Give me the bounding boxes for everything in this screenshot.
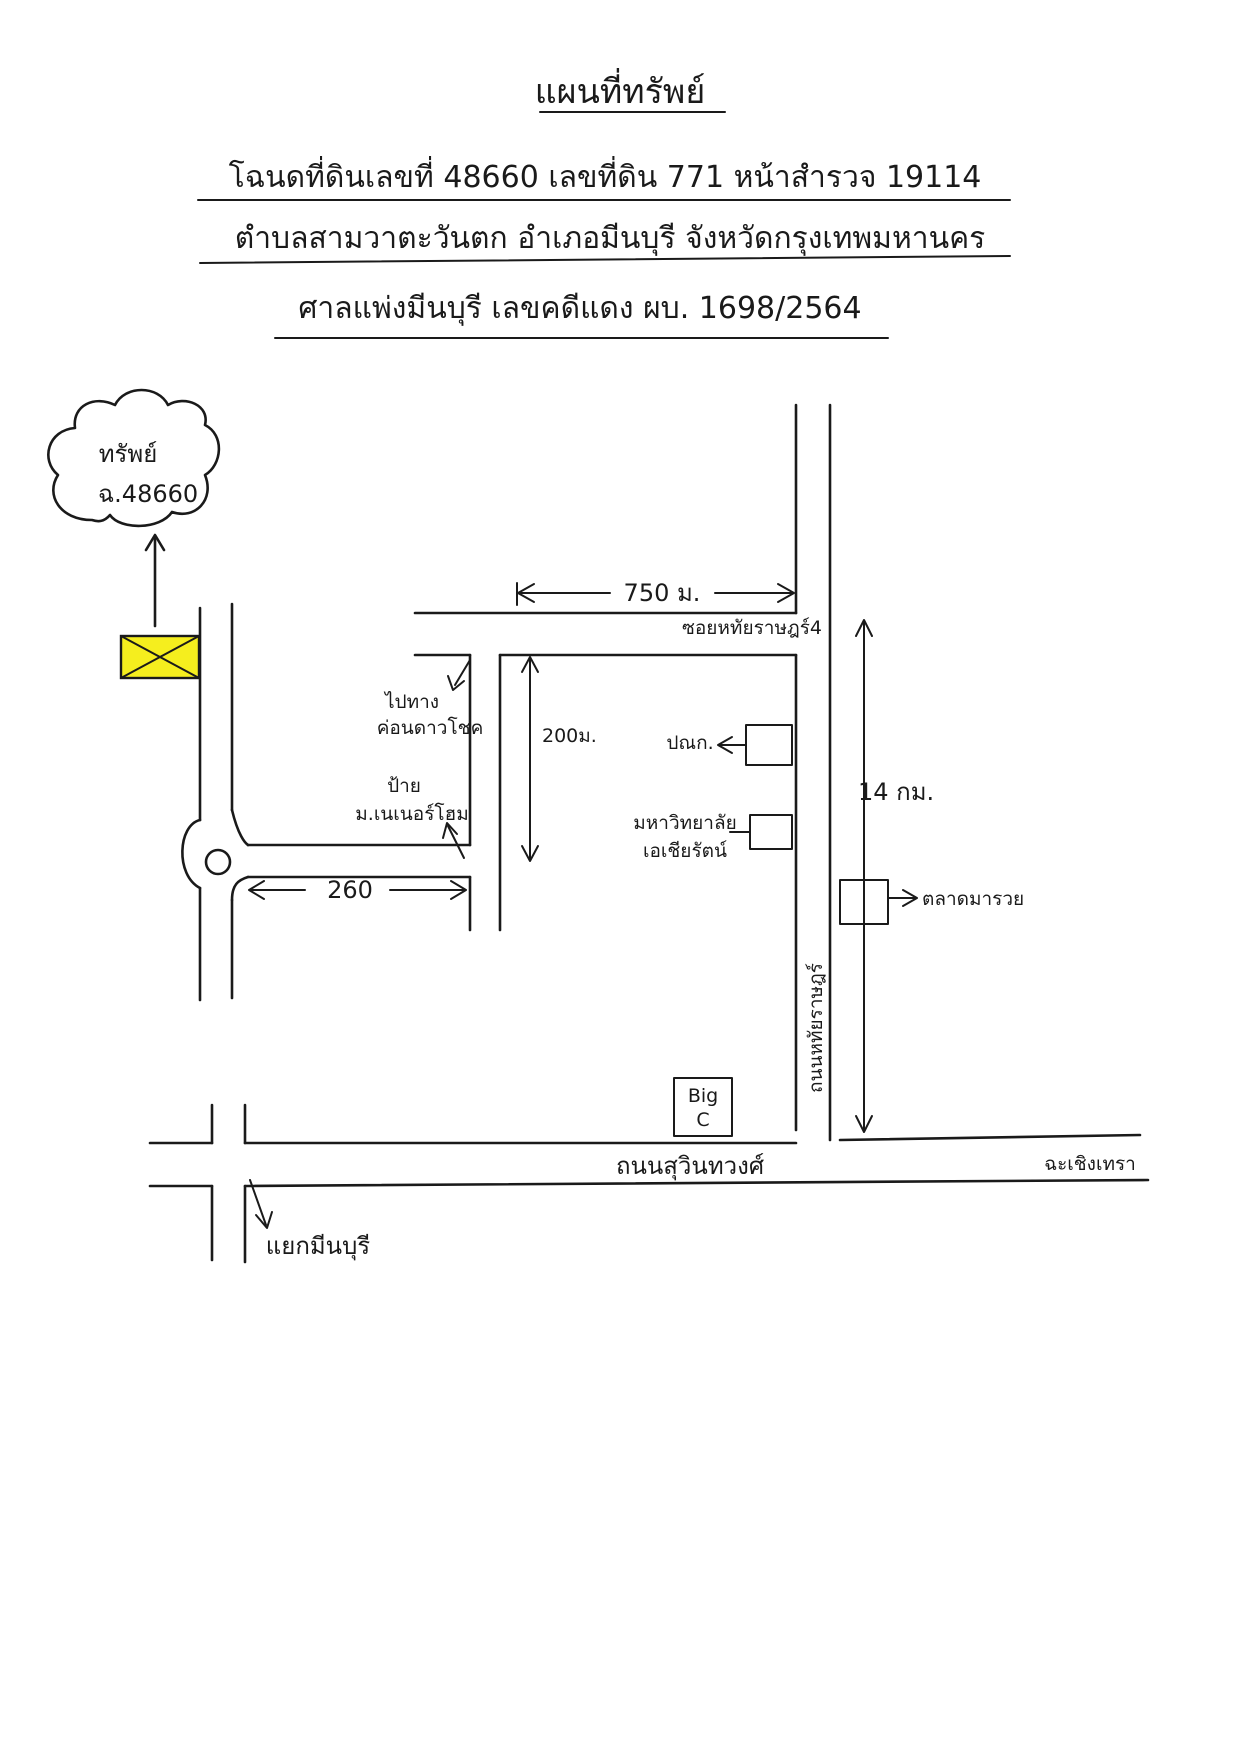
post-office-box xyxy=(745,724,793,766)
d14-arrowhead-up xyxy=(855,619,873,637)
d200-arrowhead-up xyxy=(521,656,539,673)
d260-arrowhead-right xyxy=(450,880,467,900)
post-office-label: ปณก. xyxy=(666,732,713,754)
sign-khondaochok-line2: ค่อนดาวโชค xyxy=(377,716,484,739)
distance-750m: 750 ม. xyxy=(624,579,701,607)
deed-line: โฉนดที่ดินเลขที่ 48660 เลขที่ดิน 771 หน้… xyxy=(229,156,982,195)
property-deed-number: ฉ.48660 xyxy=(98,480,198,508)
distance-14km: 14 กม. xyxy=(858,778,934,806)
sign-khondaochok-arrowhead xyxy=(447,675,465,691)
road-labels: ซอยหทัยราษฎร์4 ถนนหทัยราษฎร์ ถนนสุวินทวง… xyxy=(249,617,1136,1261)
suwinthawong-road-label: ถนนสุวินทวงศ์ xyxy=(616,1152,764,1181)
university-line2: เอเชียรัตน์ xyxy=(643,840,727,862)
location-line-underline xyxy=(199,255,1011,264)
bigc-label-line2: C xyxy=(696,1109,709,1131)
cloud-outline xyxy=(47,388,221,528)
map-header: แผนที่ทรัพย์ โฉนดที่ดินเลขที่ 48660 เลขท… xyxy=(197,68,1011,339)
court-case-line: ศาลแพ่งมีนบุรี เลขคดีแดง ผบ. 1698/2564 xyxy=(298,291,861,327)
hathairat-road-label: ถนนหทัยราษฎร์ xyxy=(805,963,827,1093)
university-line1: มหาวิทยาลัย xyxy=(633,812,737,834)
soi-hathairat-4-label: ซอยหทัยราษฎร์4 xyxy=(682,617,822,639)
chachoengsao-label: ฉะเชิงเทรา xyxy=(1044,1153,1136,1175)
d14-arrowhead-down xyxy=(855,1115,873,1133)
suwinthawong-north-edge-east xyxy=(838,1133,1142,1142)
location-line: ตำบลสามวาตะวันตก อำเภอมีนบุรี จังหวัดกรุ… xyxy=(235,221,986,257)
sign-village-line2: ม.เนเนอร์โฮม xyxy=(355,802,468,825)
d260-arrowhead-left xyxy=(248,880,265,900)
sign-village-pointer xyxy=(447,825,465,859)
map-title: แผนที่ทรัพย์ xyxy=(535,68,706,112)
property-cloud: ทรัพย์ ฉ.48660 xyxy=(47,388,221,628)
bigc-box xyxy=(673,1077,733,1137)
distance-annotations: 750 ม. 200ม. 260 14 กม. xyxy=(248,579,934,1133)
sign-village-line1: ป้าย xyxy=(387,775,421,797)
bigc-label-line1: Big xyxy=(688,1085,718,1107)
roundabout xyxy=(204,848,232,876)
cloud-pointer-arrowhead xyxy=(144,533,166,552)
market-box xyxy=(839,879,889,925)
minburi-junction-label: แยกมีนบุรี xyxy=(266,1232,371,1261)
distance-260: 260 xyxy=(327,876,373,904)
sign-village-arrowhead xyxy=(442,822,458,839)
sign-khondaochok-pointer xyxy=(454,659,471,686)
property-marker xyxy=(119,634,201,680)
minburi-junction-arrowhead xyxy=(255,1211,273,1229)
market-arrowhead xyxy=(902,889,918,907)
university-box xyxy=(749,814,793,850)
d750-arrowhead-right xyxy=(777,583,795,603)
suwinthawong-south-edge xyxy=(243,1178,1150,1188)
roundabout-south-east xyxy=(230,875,250,902)
road-network xyxy=(148,403,1150,1264)
distance-200m: 200ม. xyxy=(542,725,597,747)
property-marker-cross-2 xyxy=(120,635,200,679)
landmarks: ไปทาง ค่อนดาวโชค ป้าย ม.เนเนอร์โฮม ปณก. … xyxy=(355,659,1024,1137)
roundabout-west xyxy=(181,818,202,890)
d200-arrowhead-down xyxy=(521,845,539,862)
post-office-arrowhead xyxy=(717,736,733,754)
roundabout-east xyxy=(230,808,250,847)
minburi-junction-pointer xyxy=(249,1179,267,1226)
market-label: ตลาดมารวย xyxy=(922,888,1024,910)
sign-khondaochok-line1: ไปทาง xyxy=(383,691,439,713)
property-label: ทรัพย์ xyxy=(99,440,158,468)
